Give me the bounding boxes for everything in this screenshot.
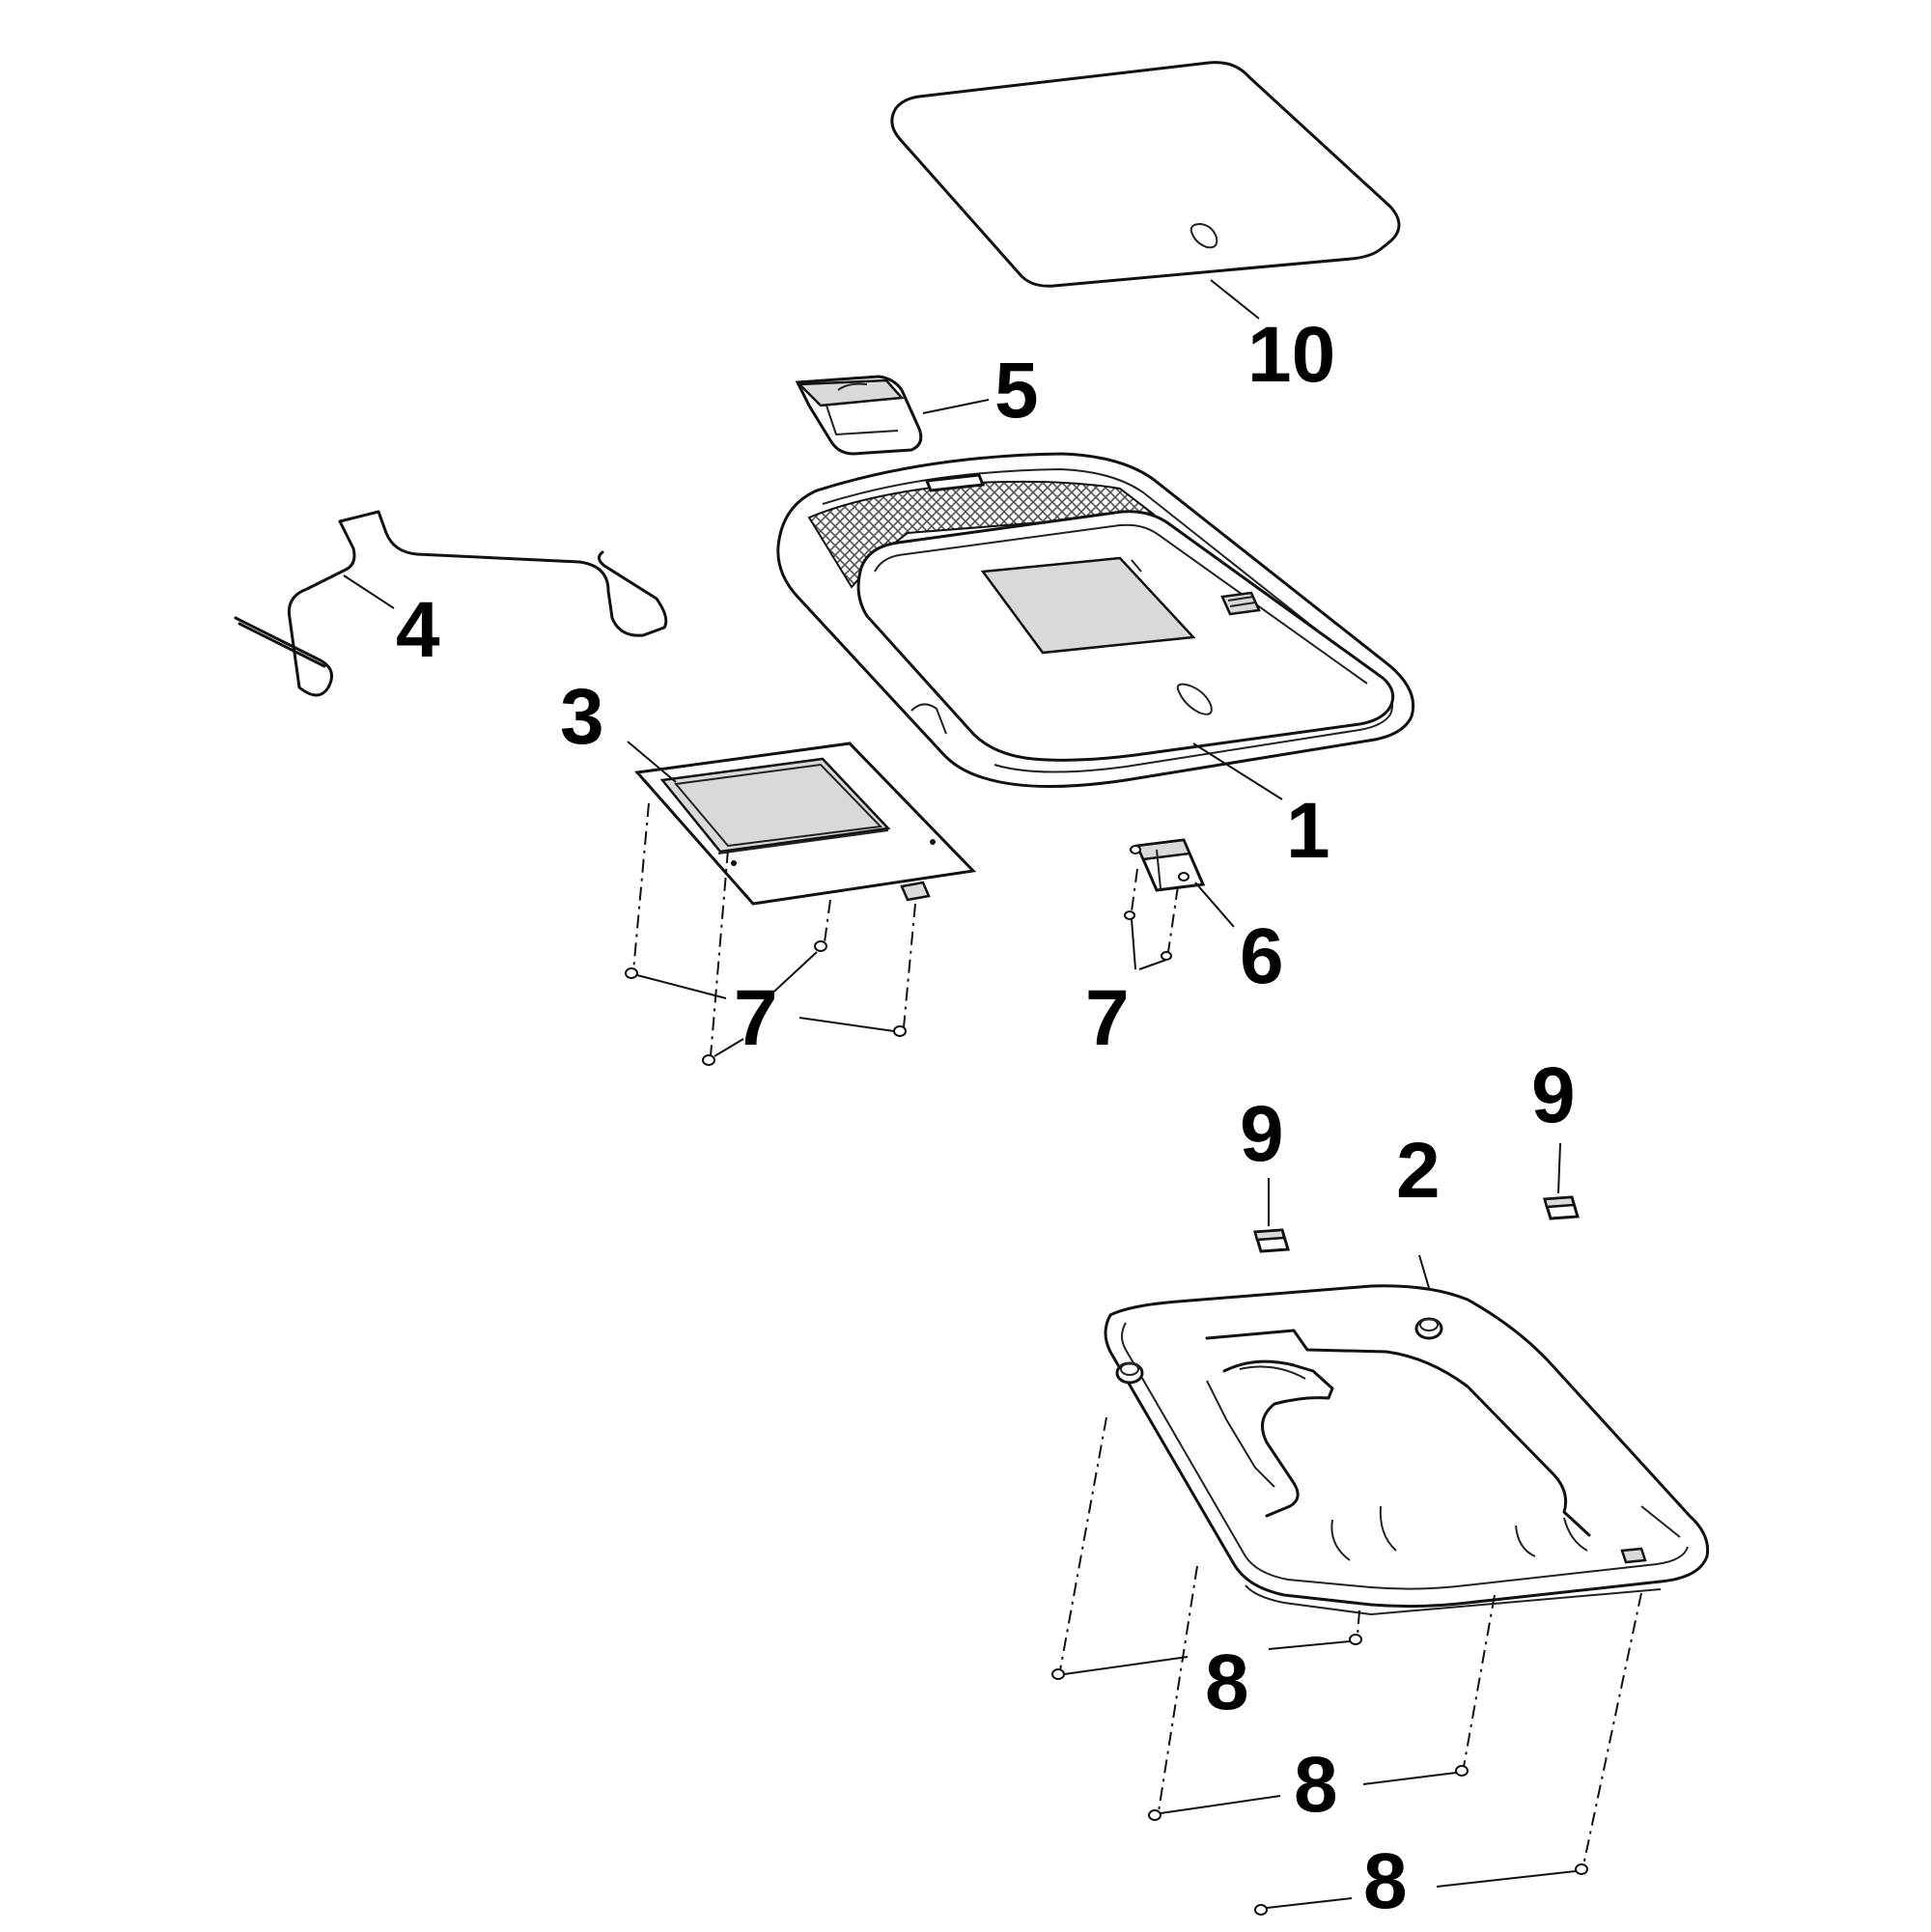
callout-8-middle: 8 <box>1294 1741 1338 1829</box>
part-2-base-housing[interactable] <box>1059 1254 1710 1866</box>
callout-9-right: 9 <box>1531 1051 1576 1139</box>
callout-4: 4 <box>396 586 440 674</box>
part-9-rubber-feet[interactable] <box>1253 1142 1580 1253</box>
callout-8-bottom: 8 <box>1363 1837 1408 1925</box>
part-8-screws-base[interactable] <box>1051 1634 1588 1916</box>
callout-7-switch: 7 <box>1085 974 1130 1062</box>
part-6-switch[interactable] <box>1124 838 1235 970</box>
part-1-top-housing[interactable] <box>776 452 1415 800</box>
callout-3: 3 <box>560 673 604 761</box>
part-5-latch[interactable] <box>795 375 990 456</box>
part-7-screws-board[interactable] <box>625 940 907 1066</box>
callout-10: 10 <box>1247 311 1335 399</box>
callout-5: 5 <box>994 347 1039 434</box>
part-10-cover-sheet[interactable] <box>890 61 1401 320</box>
callout-9-left: 9 <box>1240 1090 1284 1178</box>
callout-6: 6 <box>1240 912 1284 1000</box>
callout-8-top: 8 <box>1205 1638 1249 1726</box>
callout-1: 1 <box>1286 787 1330 875</box>
part-4-wire-bracket[interactable] <box>234 510 668 697</box>
callout-7-board: 7 <box>734 974 778 1062</box>
part-3-pcb-board[interactable] <box>627 741 977 1057</box>
callout-2: 2 <box>1396 1127 1441 1215</box>
